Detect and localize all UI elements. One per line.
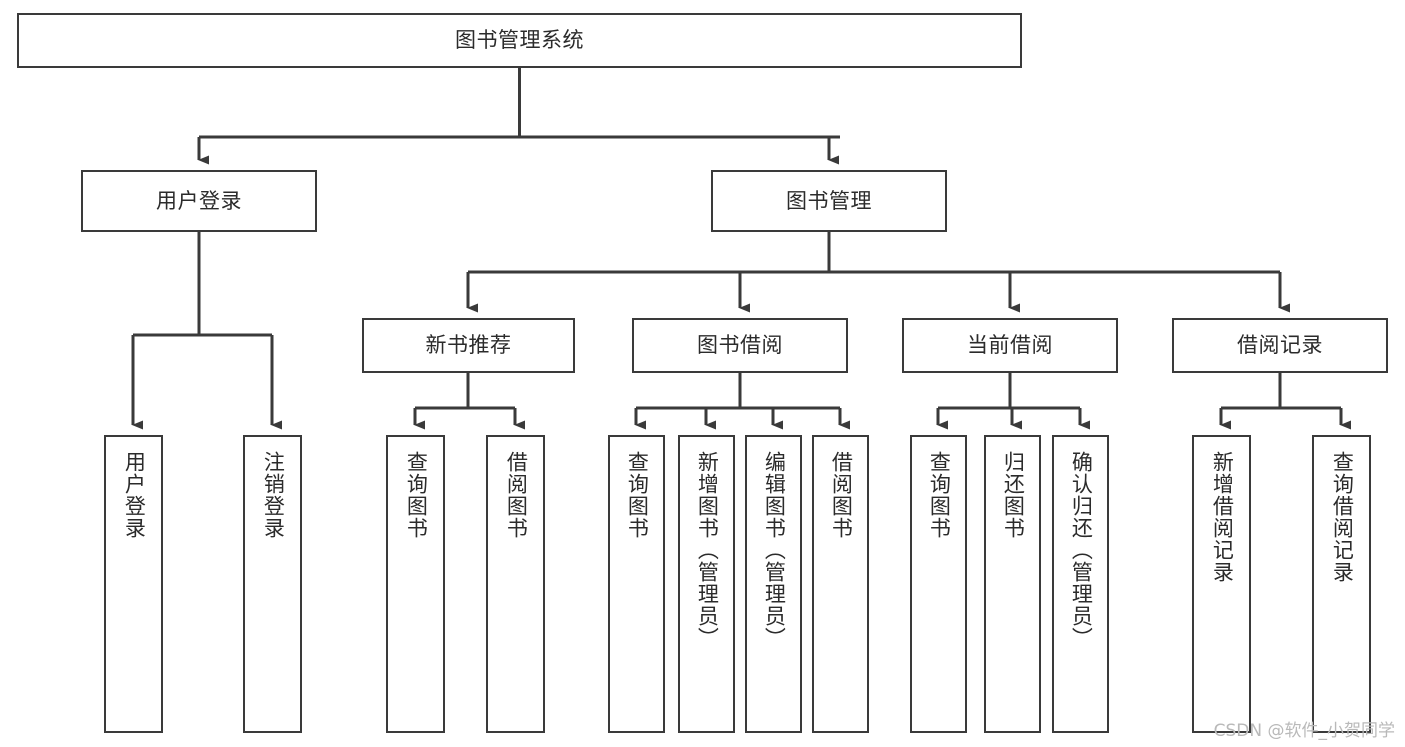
- node-leaf-confirm-return-admin[interactable]: 确认归还（管理员）: [1052, 435, 1109, 733]
- node-leaf-confirm-return-admin-label: 确认归还（管理员）: [1069, 451, 1094, 649]
- node-user-login[interactable]: 用户登录: [81, 170, 317, 232]
- node-leaf-logout-label: 注销登录: [261, 451, 286, 539]
- node-leaf-query-book-borrow-label: 查询图书: [625, 451, 650, 539]
- node-current-borrow-label: 当前借阅: [967, 333, 1053, 358]
- node-borrow-record-label: 借阅记录: [1237, 333, 1323, 358]
- node-current-borrow[interactable]: 当前借阅: [902, 318, 1118, 373]
- node-user-login-label: 用户登录: [156, 188, 242, 213]
- node-leaf-user-login[interactable]: 用户登录: [104, 435, 163, 733]
- node-root-label: 图书管理系统: [455, 28, 584, 53]
- node-leaf-add-book-admin[interactable]: 新增图书（管理员）: [678, 435, 735, 733]
- node-leaf-query-book-current-label: 查询图书: [927, 451, 952, 539]
- node-leaf-query-borrow-record-label: 查询借阅记录: [1330, 451, 1355, 583]
- node-leaf-logout[interactable]: 注销登录: [243, 435, 302, 733]
- node-leaf-borrow-book-label: 借阅图书: [829, 451, 854, 539]
- node-leaf-edit-book-admin[interactable]: 编辑图书（管理员）: [745, 435, 802, 733]
- node-leaf-query-book-current[interactable]: 查询图书: [910, 435, 967, 733]
- node-leaf-borrow-book[interactable]: 借阅图书: [812, 435, 869, 733]
- node-book-manage-label: 图书管理: [786, 188, 872, 213]
- node-leaf-query-borrow-record[interactable]: 查询借阅记录: [1312, 435, 1371, 733]
- node-leaf-add-book-admin-label: 新增图书（管理员）: [695, 451, 720, 649]
- node-leaf-return-book[interactable]: 归还图书: [984, 435, 1041, 733]
- node-leaf-query-book-rec[interactable]: 查询图书: [386, 435, 445, 733]
- node-leaf-return-book-label: 归还图书: [1001, 451, 1026, 539]
- node-leaf-borrow-book-rec[interactable]: 借阅图书: [486, 435, 545, 733]
- node-new-book-recommend-label: 新书推荐: [425, 333, 512, 358]
- node-leaf-add-borrow-record-label: 新增借阅记录: [1210, 451, 1235, 583]
- watermark: CSDN @软件_小贺同学: [1213, 721, 1395, 741]
- node-leaf-query-book-rec-label: 查询图书: [404, 451, 429, 539]
- node-leaf-edit-book-admin-label: 编辑图书（管理员）: [762, 451, 787, 649]
- node-leaf-add-borrow-record[interactable]: 新增借阅记录: [1192, 435, 1251, 733]
- node-book-borrow[interactable]: 图书借阅: [632, 318, 848, 373]
- node-book-borrow-label: 图书借阅: [697, 333, 783, 358]
- node-root[interactable]: 图书管理系统: [17, 13, 1022, 68]
- node-borrow-record[interactable]: 借阅记录: [1172, 318, 1388, 373]
- node-leaf-user-login-label: 用户登录: [122, 451, 147, 539]
- node-leaf-query-book-borrow[interactable]: 查询图书: [608, 435, 665, 733]
- node-leaf-borrow-book-rec-label: 借阅图书: [504, 451, 529, 539]
- node-new-book-recommend[interactable]: 新书推荐: [362, 318, 575, 373]
- node-book-manage[interactable]: 图书管理: [711, 170, 947, 232]
